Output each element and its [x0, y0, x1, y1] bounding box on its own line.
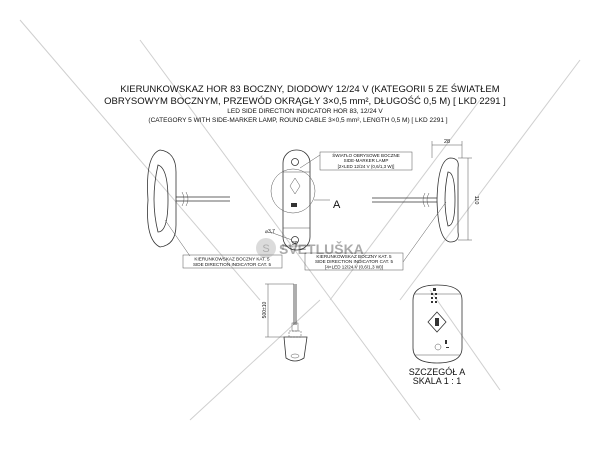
- marker-lamp-label-pl: ŚWIATŁO OBRYSOWE BOCZNE: [332, 151, 400, 158]
- lamp-side-view-right: 28 110: [372, 139, 479, 263]
- watermark-lines: [19, 19, 581, 421]
- width-top-dimension: 28: [444, 139, 450, 145]
- detail-a-circle: [270, 168, 316, 214]
- indicator-right-spec: [4×LED 12/24 V (0,6/1,3 W)]: [325, 265, 383, 270]
- detail-a-marker: A: [333, 199, 341, 211]
- title-line-2: OBRYSOWYM BOCZNYM, PRZEWÓD OKRĄGŁY 3×0,5…: [104, 95, 506, 107]
- height-dimension: 110: [473, 196, 479, 205]
- indicator-right-pl: KIERUNKOWSKAZ BOCZNY KAT. 5: [316, 254, 392, 259]
- indicator-right-en: SIDE DIRECTION INDICATOR CAT. 5: [315, 259, 394, 264]
- indicator-left-pl: KIERUNKOWSKAZ BOCZNY KAT. 5: [194, 257, 270, 262]
- detail-a-title: SZCZEGÓŁ A: [409, 367, 466, 377]
- lamp-front-view: A ⌀3,7 30: [265, 149, 341, 251]
- drawing-title: KIERUNKOWSKAZ HOR 83 BOCZNY, DIODOWY 12/…: [104, 83, 506, 124]
- title-line-1: KIERUNKOWSKAZ HOR 83 BOCZNY, DIODOWY 12/…: [120, 83, 499, 95]
- lamp-side-view-left: [147, 149, 230, 248]
- title-line-3: LED SIDE DIRECTION INDICATOR HOR 83, 12/…: [227, 108, 383, 115]
- lamp-bottom-view: 500±10: [262, 283, 308, 362]
- watermark-brand: SVETLUŠKA: [279, 240, 364, 257]
- marker-lamp-label-spec: [2×LED 12/24 V (0,6/1,3 W)]: [338, 164, 395, 169]
- width-bottom-dimension: 30: [292, 241, 298, 247]
- cable-length-dimension: 500±10: [262, 301, 268, 318]
- title-line-4: (CATEGORY 5 WITH SIDE-MARKER LAMP, ROUND…: [148, 117, 447, 124]
- indicator-label-right: KIERUNKOWSKAZ BOCZNY KAT. 5 SIDE DIRECTI…: [304, 252, 404, 271]
- detail-a-view: SZCZEGÓŁ A SKALA 1 : 1: [409, 284, 466, 386]
- indicator-left-en: SIDE DIRECTION INDICATOR CAT. 5: [193, 262, 272, 267]
- watermark-logo: S SVETLUŠKA: [256, 238, 364, 258]
- indicator-label-left: KIERUNKOWSKAZ BOCZNY KAT. 5 SIDE DIRECTI…: [182, 254, 283, 269]
- hole-dimension: ⌀3,7: [265, 229, 275, 235]
- marker-lamp-label-en: SIDE-MARKER LAMP: [344, 158, 389, 163]
- watermark-initial: S: [262, 243, 269, 255]
- marker-lamp-label: ŚWIATŁO OBRYSOWE BOCZNE SIDE-MARKER LAMP…: [319, 151, 413, 171]
- detail-a-scale: SKALA 1 : 1: [413, 376, 462, 386]
